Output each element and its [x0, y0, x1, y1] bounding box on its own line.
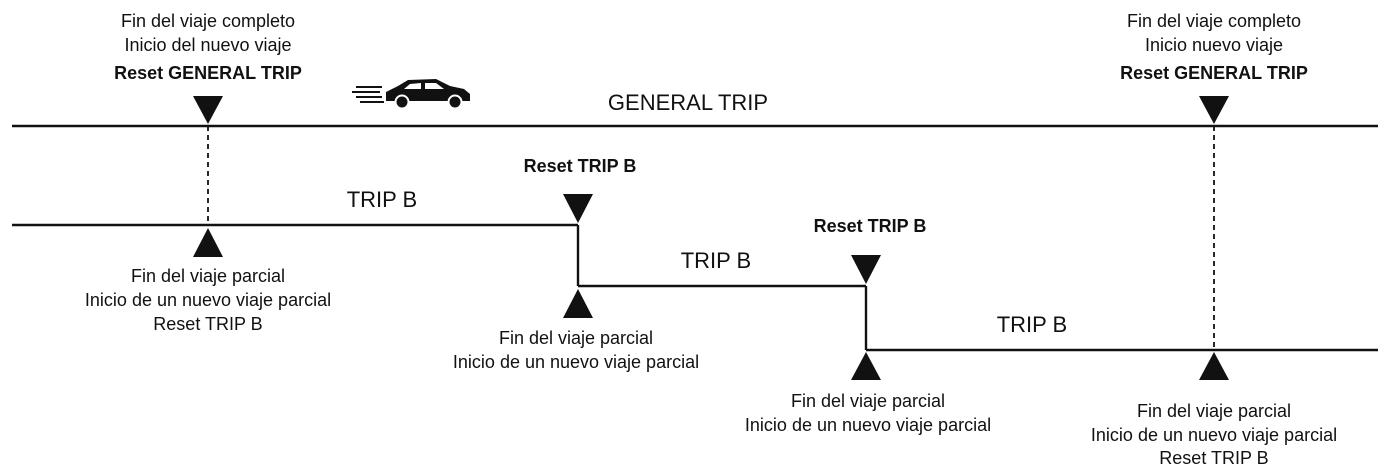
top-right-line2: Inicio nuevo viaje: [1145, 35, 1283, 55]
trip-b-label-2: TRIP B: [681, 248, 752, 273]
partial-3-line1: Fin del viaje parcial: [791, 391, 945, 411]
partial-end-marker-2: [563, 289, 593, 318]
reset-trip-b-label-1: Reset TRIP B: [524, 156, 637, 176]
partial-4-line1: Fin del viaje parcial: [1137, 401, 1291, 421]
reset-trip-b-marker-1: [563, 194, 593, 223]
trip-b-label-1: TRIP B: [347, 187, 418, 212]
partial-1-line1: Fin del viaje parcial: [131, 266, 285, 286]
reset-trip-b-label-2: Reset TRIP B: [814, 216, 927, 236]
reset-general-marker-right: [1199, 96, 1229, 124]
top-left-line2: Inicio del nuevo viaje: [124, 35, 291, 55]
top-right-reset: Reset GENERAL TRIP: [1120, 63, 1308, 83]
partial-end-marker-1: [193, 228, 223, 257]
partial-2-line1: Fin del viaje parcial: [499, 328, 653, 348]
trip-b-label-3: TRIP B: [997, 312, 1068, 337]
general-trip-label: GENERAL TRIP: [608, 90, 768, 115]
top-left-line1: Fin del viaje completo: [121, 11, 295, 31]
top-right-line1: Fin del viaje completo: [1127, 11, 1301, 31]
top-left-reset: Reset GENERAL TRIP: [114, 63, 302, 83]
partial-2-line2: Inicio de un nuevo viaje parcial: [453, 352, 699, 372]
partial-3-line2: Inicio de un nuevo viaje parcial: [745, 415, 991, 435]
partial-end-marker-3: [851, 352, 881, 380]
partial-4-line2: Inicio de un nuevo viaje parcial: [1091, 425, 1337, 445]
partial-4-line3: Reset TRIP B: [1159, 448, 1268, 466]
partial-1-line2: Inicio de un nuevo viaje parcial: [85, 290, 331, 310]
reset-general-marker-left: [193, 96, 223, 124]
partial-end-marker-4: [1199, 352, 1229, 380]
car-icon: [352, 79, 470, 110]
reset-trip-b-marker-2: [851, 255, 881, 284]
partial-1-line3: Reset TRIP B: [153, 314, 262, 334]
